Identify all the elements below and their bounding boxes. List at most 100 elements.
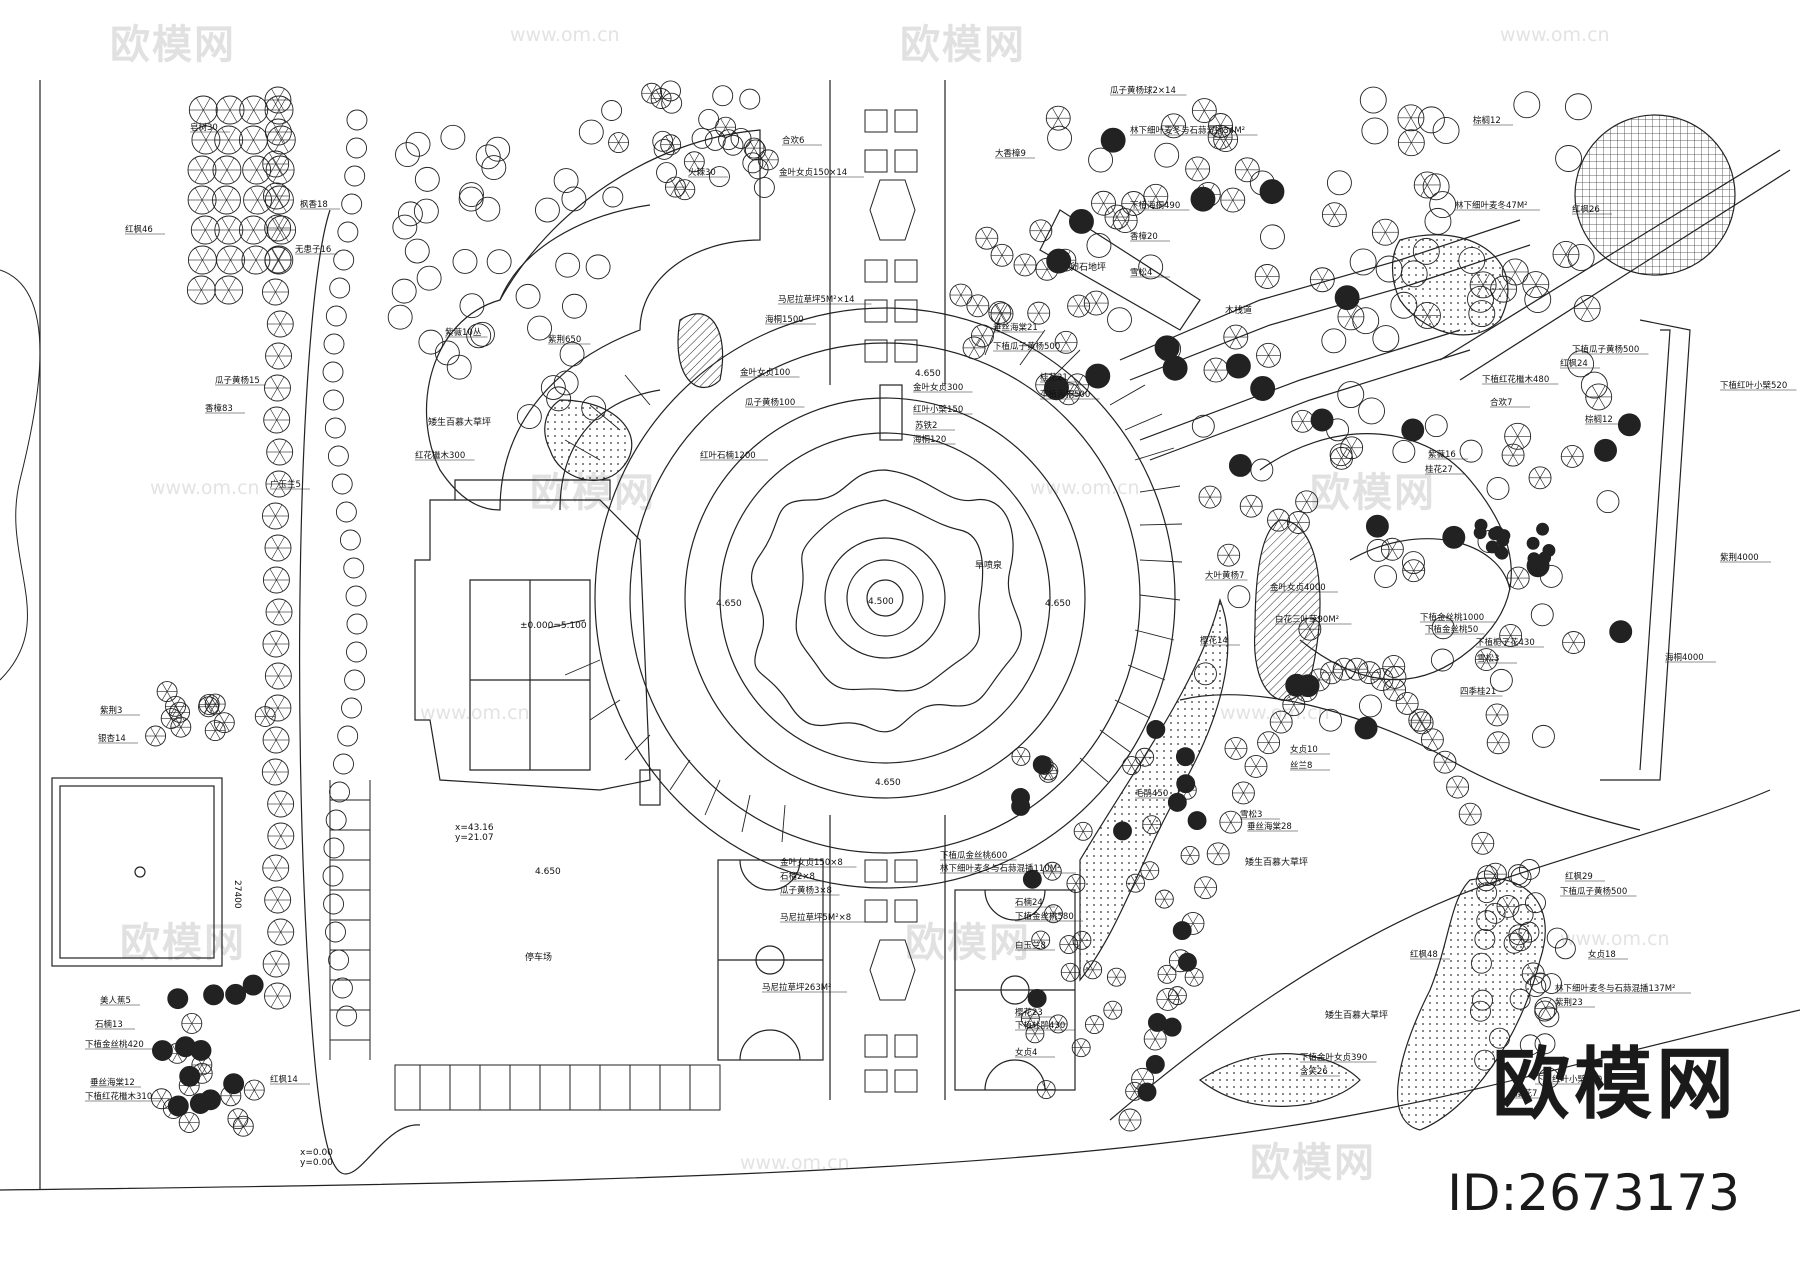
tree-branch <box>1116 969 1122 978</box>
tree-branch <box>1059 250 1066 261</box>
tree-branch <box>1421 713 1428 723</box>
plant-label: 下植瓜子黄杨500 <box>1560 886 1627 897</box>
tree-branch <box>1331 663 1338 673</box>
tree-branch <box>1262 733 1269 743</box>
tree-branch <box>1046 269 1053 279</box>
tree-branch <box>196 1064 203 1074</box>
tree-branch <box>253 97 261 111</box>
tree-symbol <box>739 88 761 110</box>
tree-branch <box>1559 254 1567 266</box>
tree-symbol <box>459 293 485 319</box>
tree-branch <box>278 472 286 485</box>
tree-branch <box>1255 756 1262 767</box>
tree-branch <box>1145 870 1151 879</box>
tree-branch <box>1136 1069 1143 1080</box>
tree-branch <box>1192 923 1199 934</box>
tree-branch <box>278 259 287 273</box>
tree-symbol <box>242 974 264 996</box>
tree-branch <box>1204 487 1211 498</box>
tree-branch <box>960 294 967 305</box>
tree-branch <box>269 419 277 432</box>
tree-branch <box>1077 940 1083 949</box>
tree-branch <box>268 504 276 517</box>
tree-branch <box>270 899 278 912</box>
tree-symbol <box>459 182 484 207</box>
tree-symbol <box>1519 859 1540 880</box>
tree-symbol <box>1334 285 1360 311</box>
tree-branch <box>275 643 283 656</box>
path-diag-ne-2 <box>1459 169 1791 381</box>
tree-symbol <box>1513 91 1541 119</box>
tree-branch <box>1045 1089 1051 1098</box>
tree-branch <box>660 89 667 99</box>
tree-symbol <box>1534 1033 1556 1055</box>
plant-label: 红枫46 <box>125 224 153 235</box>
plant-label: 石楠24 <box>1015 897 1043 908</box>
tree-branch <box>1020 748 1026 757</box>
tree-branch <box>272 600 280 613</box>
tree-branch <box>214 695 221 705</box>
watermark-url: www.om.cn <box>740 1152 850 1174</box>
tree-branch <box>278 600 286 613</box>
tree-branch <box>201 289 209 303</box>
tree-symbol <box>1554 938 1576 960</box>
tree-branch <box>1047 773 1053 782</box>
tree-branch <box>1225 822 1232 832</box>
tree-branch <box>720 127 726 136</box>
tree-symbol <box>698 109 720 130</box>
tree-branch <box>1226 199 1234 211</box>
tree-symbol <box>1046 248 1072 274</box>
tree-symbol <box>1187 811 1207 831</box>
tree-symbol <box>1476 910 1498 932</box>
tree-branch <box>1356 669 1363 679</box>
tree-branch <box>1198 100 1205 111</box>
tree-branch <box>214 730 221 740</box>
tree-branch <box>1540 1008 1547 1019</box>
tree-branch <box>188 1122 195 1132</box>
plant-label: 下植海桐490 <box>1130 200 1180 211</box>
origin-x: x=0.00 <box>300 1148 333 1158</box>
tree-branch <box>275 291 283 304</box>
tree-symbol <box>561 186 587 212</box>
tree-branch <box>1043 773 1049 782</box>
tree-branch <box>265 707 271 717</box>
tree-symbol <box>1430 648 1454 672</box>
tree-branch <box>270 387 278 400</box>
tree-branch <box>1185 847 1191 856</box>
plant-label: 紫荆4000 <box>1720 552 1759 563</box>
tree-branch <box>221 217 230 231</box>
tree-branch <box>1427 315 1435 327</box>
tree-branch <box>1149 196 1157 207</box>
plant-label: 枫香18 <box>300 199 328 210</box>
tree-branch <box>1127 203 1134 215</box>
tree-branch <box>1278 510 1285 521</box>
tree-branch <box>1072 296 1079 307</box>
tree-branch <box>1097 203 1104 214</box>
tree-branch <box>272 169 281 183</box>
plant-label: 雪松4 <box>1130 267 1152 278</box>
tree-symbol <box>329 277 351 299</box>
plant-label: 下植金丝桃1000 <box>1420 612 1484 623</box>
tree-branch <box>1053 1016 1059 1025</box>
tree-branch <box>201 199 210 213</box>
tree-branch <box>968 347 975 358</box>
tree-branch <box>1559 243 1567 255</box>
tree-branch <box>229 109 238 123</box>
promenade-north <box>829 80 946 385</box>
tree-branch <box>1229 326 1237 338</box>
tree-branch <box>1306 680 1313 691</box>
tree-branch <box>274 127 282 141</box>
tree-branch <box>1204 496 1211 507</box>
tree-branch <box>277 536 285 549</box>
tree-branch <box>1064 260 1071 270</box>
tree-branch <box>1426 173 1434 186</box>
tree-symbol <box>152 1040 173 1061</box>
tree-branch <box>1260 265 1268 277</box>
plaza-outer-ring <box>594 307 1176 889</box>
tree-branch <box>1047 765 1053 774</box>
tree-branch <box>1062 393 1069 404</box>
tree-branch <box>268 280 276 293</box>
plant-label: 下植海桐500 <box>1040 389 1090 400</box>
tree-branch <box>1087 961 1093 971</box>
tree-branch <box>1313 670 1320 681</box>
